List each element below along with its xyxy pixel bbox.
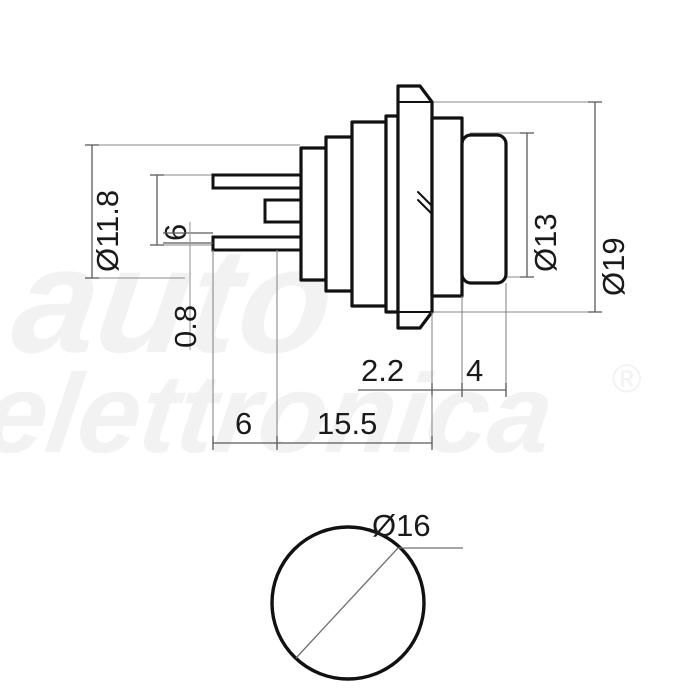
front-view: Ø16 [270,508,463,681]
dimension-label-dia-13: Ø13 [528,213,563,272]
dimension-2-2-and-4: 2.2 4 [358,283,507,397]
button-face-circle [270,525,426,681]
terminal-tabs [211,173,303,252]
dimension-6-vertical: 6 [150,174,193,246]
switch-body-step-1 [324,135,354,293]
dimension-dia-13: Ø13 [520,132,563,278]
dimension-label-dia-19: Ø19 [596,237,631,296]
lock-washer [384,114,400,314]
dimension-label-dia-11-8: Ø11.8 [90,190,125,272]
dimension-label-6-horizontal: 6 [235,406,252,441]
terminal-tab-middle [263,198,303,224]
watermark-line2: elettronica [0,350,561,475]
nut-chamfer-lines [397,101,433,313]
terminal-tab-top [211,173,303,190]
dimension-label-2-2: 2.2 [361,353,404,388]
switch-rear-housing [299,146,328,282]
terminal-tab-bottom [211,235,303,252]
dimension-label-4: 4 [466,353,483,388]
dimension-dia-11-8: Ø11.8 [85,144,125,279]
dimension-label-15-5: 15.5 [317,406,377,441]
side-section-view: Ø11.8 6 0.8 Ø13 [85,84,631,450]
threaded-barrel [350,120,388,308]
dimension-label-0-8: 0.8 [168,305,203,348]
dimension-label-dia-16: Ø16 [372,508,431,543]
mounting-nut [396,84,434,330]
dimension-dia-19: Ø19 [588,101,631,313]
dimension-0-8: 0.8 [163,222,213,350]
bezel-ring [430,116,464,298]
diameter-leader-line [295,547,399,659]
watermark-registered-mark: ® [612,357,641,401]
dimension-6-and-15-5: 6 15.5 [212,250,433,450]
button-cap [460,133,508,285]
